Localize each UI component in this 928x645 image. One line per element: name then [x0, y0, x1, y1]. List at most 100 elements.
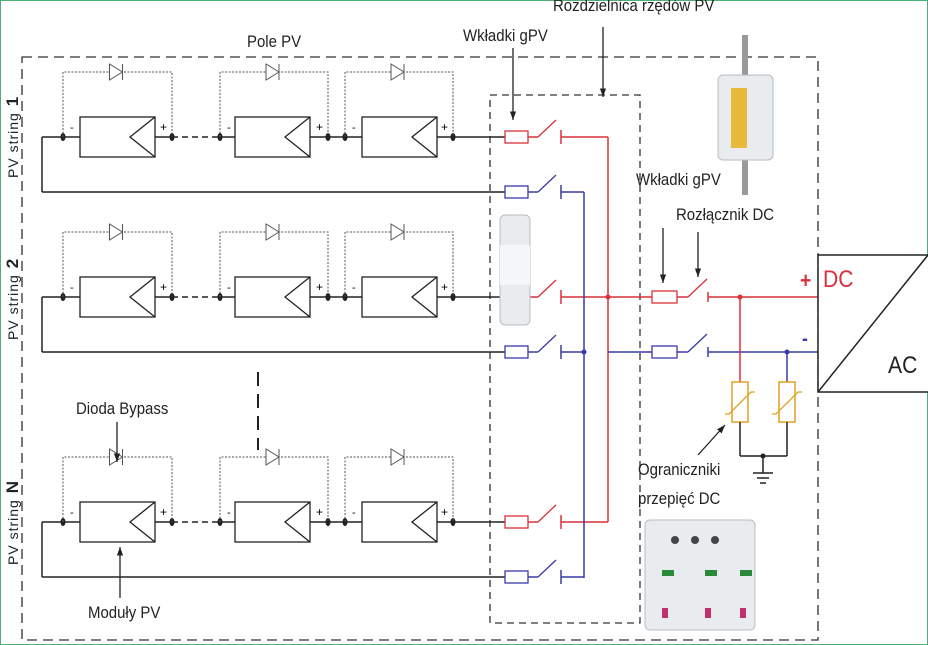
- string-2-label: PV string2: [3, 257, 22, 340]
- terminal-neg: -: [70, 122, 74, 134]
- cylindrical-fuse-label: [500, 245, 530, 285]
- pv-module-symbol: [283, 501, 311, 543]
- terminal-pos: +: [316, 505, 323, 519]
- varistor-symbol: [772, 391, 802, 415]
- string-switch: [537, 279, 557, 298]
- string-switch: [537, 334, 557, 353]
- bypass-diode-icon: [265, 448, 280, 466]
- pv-module: [234, 116, 311, 158]
- node: [784, 349, 790, 355]
- dc-switch: [687, 278, 708, 298]
- spd-brand: [705, 608, 711, 618]
- spd-indicator: [705, 570, 717, 576]
- pv-module: [361, 501, 438, 543]
- terminal-pos: +: [441, 120, 448, 134]
- bypass-diode-icon: [390, 63, 405, 81]
- pv-module: [361, 116, 438, 158]
- spd-indicator: [740, 570, 752, 576]
- terminal-pos: +: [316, 120, 323, 134]
- surge-arrester-photo: [644, 519, 756, 631]
- main-fuses-label: Wkładki gPV: [636, 170, 721, 189]
- string-fuse: [504, 345, 529, 359]
- main-fuse: [651, 290, 678, 304]
- terminal-neg: -: [352, 507, 356, 519]
- combiner-arrow-head: [599, 88, 607, 97]
- string-switch: [537, 119, 557, 138]
- main-fuse: [651, 345, 678, 359]
- string-switch: [537, 504, 557, 523]
- string-fuse: [504, 130, 529, 144]
- terminal-neg: -: [70, 282, 74, 294]
- pv-module-symbol: [410, 501, 438, 543]
- string-fuse: [504, 570, 529, 584]
- pv-modules-arrow-head: [116, 547, 124, 556]
- combiner-boundary: [489, 94, 641, 624]
- pv-module: [234, 276, 311, 318]
- main-fuse-arrow-head: [659, 274, 667, 283]
- pv-module-symbol: [128, 276, 156, 318]
- string-fuse: [504, 185, 529, 199]
- spd-terminal: [671, 536, 679, 544]
- pv-module-symbol: [283, 116, 311, 158]
- pv-field-boundary: [21, 56, 819, 641]
- string-switch: [537, 174, 557, 193]
- pv-field-label: Pole PV: [247, 32, 302, 51]
- plus-label: +: [800, 268, 812, 293]
- bus-node: [581, 349, 587, 355]
- pv-module-symbol: [128, 501, 156, 543]
- terminal-neg: -: [227, 122, 231, 134]
- surge-arrester-icon: [731, 381, 749, 423]
- string-switch: [537, 559, 557, 578]
- pv-module: [79, 116, 156, 158]
- minus-label: -: [802, 328, 808, 350]
- bypass-diode-label: Dioda Bypass: [76, 399, 169, 418]
- spd-terminal: [711, 536, 719, 544]
- ac-label: AC: [888, 352, 918, 379]
- combiner-label: Rozdzielnica rzędów PV: [553, 0, 715, 15]
- dc-switch: [687, 333, 708, 353]
- pv-module-symbol: [410, 116, 438, 158]
- blade-fuse-label: [731, 88, 747, 148]
- pv-module-symbol: [410, 276, 438, 318]
- pv-module: [79, 501, 156, 543]
- terminal-neg: -: [352, 282, 356, 294]
- string-fuse-arrow-head: [509, 111, 517, 120]
- string-1-label: PV string1: [3, 95, 22, 178]
- pv-module-symbol: [283, 276, 311, 318]
- bypass-diode-icon: [265, 63, 280, 81]
- terminal-pos: +: [316, 280, 323, 294]
- terminal-neg: -: [70, 507, 74, 519]
- pv-modules-label: Moduły PV: [88, 603, 161, 622]
- bypass-diode-icon: [109, 223, 124, 241]
- terminal-neg: -: [227, 507, 231, 519]
- string-fuse: [504, 515, 529, 529]
- terminal-pos: +: [441, 280, 448, 294]
- string-fuses-label: Wkładki gPV: [463, 26, 548, 45]
- spd-brand: [740, 608, 746, 618]
- spd-indicator: [662, 570, 674, 576]
- pv-module: [234, 501, 311, 543]
- dc-switch-label: Rozłącznik DC: [676, 205, 775, 224]
- dc-label: DC: [823, 266, 854, 293]
- terminal-pos: +: [160, 120, 167, 134]
- spd-brand: [662, 608, 668, 618]
- terminal-pos: +: [160, 505, 167, 519]
- bypass-diode-icon: [265, 223, 280, 241]
- surge-arrester-icon: [778, 381, 796, 423]
- terminal-neg: -: [352, 122, 356, 134]
- pv-module: [361, 276, 438, 318]
- bypass-diode-icon: [109, 63, 124, 81]
- surge-arrester-arrow-head: [717, 425, 725, 434]
- bypass-diode-arrow-head: [113, 453, 121, 462]
- terminal-pos: +: [160, 280, 167, 294]
- varistor-symbol: [725, 391, 755, 415]
- terminal-pos: +: [441, 505, 448, 519]
- string-n-label: PV stringN: [3, 479, 22, 565]
- pv-module-symbol: [128, 116, 156, 158]
- pv-module: [79, 276, 156, 318]
- spd-terminal: [691, 536, 699, 544]
- bypass-diode-icon: [390, 223, 405, 241]
- surge-arrester-label-1: Ograniczniki: [638, 460, 721, 479]
